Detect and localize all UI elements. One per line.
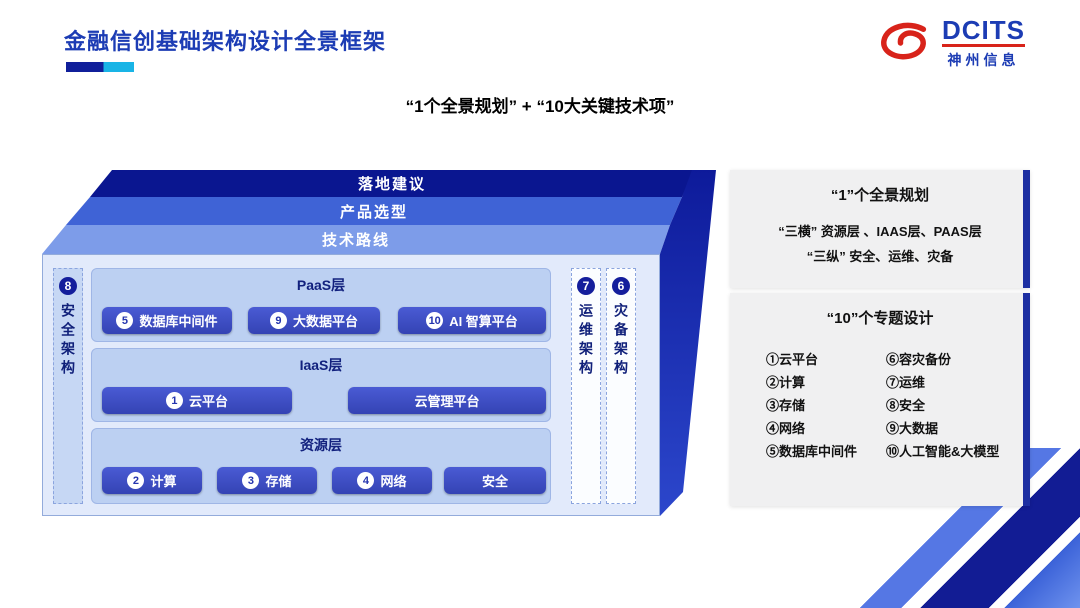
title-underline-decoration <box>66 62 134 72</box>
chip-security: 安全 <box>444 467 546 494</box>
topic-item: ②计算 <box>766 375 806 390</box>
topic-item: ⑥容灾备份 <box>886 352 952 367</box>
chip-number-badge: 10 <box>426 312 444 329</box>
panel-title: “10”个专题设计 <box>826 310 934 327</box>
panel-accent-bar <box>1023 293 1030 506</box>
dcits-swoosh-icon <box>881 22 927 60</box>
chip-label: AI 智算平台 <box>449 314 518 329</box>
chip-label: 云平台 <box>188 394 228 409</box>
logo-company: 神州信息 <box>947 52 1020 68</box>
section-iaas: IaaS层 1 云平台 云管理平台 <box>91 348 551 422</box>
layer-bar-label: 技术路线 <box>321 232 390 249</box>
section-title: PaaS层 <box>296 277 346 293</box>
section-paas: PaaS层 5 数据库中间件 9 大数据平台 10 AI 智算平台 <box>91 268 551 342</box>
architecture-panel: 8 安全架构 PaaS层 5 数据库中间件 9 大数据平台 10 AI 智算平台… <box>42 254 660 516</box>
chip-database-middleware: 5 数据库中间件 <box>102 307 232 334</box>
chip-label: 大数据平台 <box>292 314 358 329</box>
layer-bar-tech-route: 技术路线 <box>42 225 670 254</box>
layer-bar-implementation: 落地建议 <box>90 170 694 197</box>
topic-item: ④网络 <box>766 421 806 436</box>
layer-bar-label: 产品选型 <box>339 203 408 221</box>
topic-columns: ①云平台 ②计算 ③存储 ④网络 ⑤数据库中间件 ⑥容灾备份 ⑦运维 ⑧安全 ⑨… <box>766 351 1006 466</box>
chip-number-badge: 4 <box>357 472 375 489</box>
panel-line: “三横” 资源层 、IAAS层、PAAS层 <box>778 224 982 239</box>
panel-one-plan: “1”个全景规划 “三横” 资源层 、IAAS层、PAAS层 “三纵” 安全、运… <box>730 170 1030 288</box>
panel-line: “三纵” 安全、运维、灾备 <box>806 249 954 264</box>
chip-label: 存储 <box>265 474 292 489</box>
layer-bar-label: 落地建议 <box>357 176 426 193</box>
topic-column-left: ①云平台 ②计算 ③存储 ④网络 ⑤数据库中间件 <box>766 351 886 466</box>
section-resource: 资源层 2 计算 3 存储 4 网络 安全 <box>91 428 551 504</box>
strip-label: 运维架构 <box>578 303 594 379</box>
panel-ten-topics: “10”个专题设计 ①云平台 ②计算 ③存储 ④网络 ⑤数据库中间件 ⑥容灾备份… <box>730 293 1030 506</box>
topic-item: ⑤数据库中间件 <box>766 444 858 459</box>
chip-number-badge: 1 <box>165 392 183 409</box>
subtitle: “1个全景规划” + “10大关键技术项” <box>405 97 675 116</box>
strip-number-badge: 7 <box>577 277 595 295</box>
page-title: 金融信创基础架构设计全景框架 <box>64 29 387 54</box>
topic-item: ⑧安全 <box>886 398 926 413</box>
chip-cloud-management-platform: 云管理平台 <box>348 387 546 414</box>
topic-item: ⑦运维 <box>886 375 926 390</box>
chip-number-badge: 9 <box>269 312 287 329</box>
topic-item: ⑩人工智能&大模型 <box>886 444 1000 459</box>
chip-number-badge: 3 <box>242 472 260 489</box>
chip-label: 数据库中间件 <box>139 314 218 329</box>
chip-cloud-platform: 1 云平台 <box>102 387 292 414</box>
chip-bigdata-platform: 9 大数据平台 <box>248 307 380 334</box>
chip-storage: 3 存储 <box>217 467 317 494</box>
panel-lines: “三横” 资源层 、IAAS层、PAAS层 “三纵” 安全、运维、灾备 <box>730 219 1030 269</box>
chip-compute: 2 计算 <box>102 467 202 494</box>
layer-bar-product-selection: 产品选型 <box>66 197 682 225</box>
chip-number-badge: 2 <box>127 472 145 489</box>
strip-label: 灾备架构 <box>613 303 629 379</box>
chip-number-badge: 5 <box>116 312 134 329</box>
topic-column-right: ⑥容灾备份 ⑦运维 ⑧安全 ⑨大数据 ⑩人工智能&大模型 <box>886 351 1006 466</box>
logo-brand: DCITS <box>942 15 1025 47</box>
strip-security-architecture: 8 安全架构 <box>53 268 83 504</box>
dcits-logo: DCITS 神州信息 <box>874 16 1025 70</box>
strip-number-badge: 8 <box>59 277 77 295</box>
chip-ai-platform: 10 AI 智算平台 <box>398 307 546 334</box>
panel-title: “1”个全景规划 <box>830 187 930 204</box>
logo-text-group: DCITS 神州信息 <box>942 16 1025 70</box>
panel-accent-bar <box>1023 170 1030 288</box>
topic-item: ⑨大数据 <box>886 421 939 436</box>
chip-label: 计算 <box>150 474 177 489</box>
strip-disaster-recovery-architecture: 6 灾备架构 <box>606 268 636 504</box>
chip-label: 安全 <box>481 474 508 489</box>
topic-item: ①云平台 <box>766 352 819 367</box>
strip-ops-architecture: 7 运维架构 <box>571 268 601 504</box>
topic-item: ③存储 <box>766 398 806 413</box>
chip-label: 网络 <box>380 474 407 489</box>
chip-network: 4 网络 <box>332 467 432 494</box>
strip-number-badge: 6 <box>612 277 630 295</box>
strip-label: 安全架构 <box>60 303 76 379</box>
chip-label: 云管理平台 <box>414 394 480 409</box>
section-title: 资源层 <box>300 437 342 453</box>
section-title: IaaS层 <box>299 357 343 373</box>
